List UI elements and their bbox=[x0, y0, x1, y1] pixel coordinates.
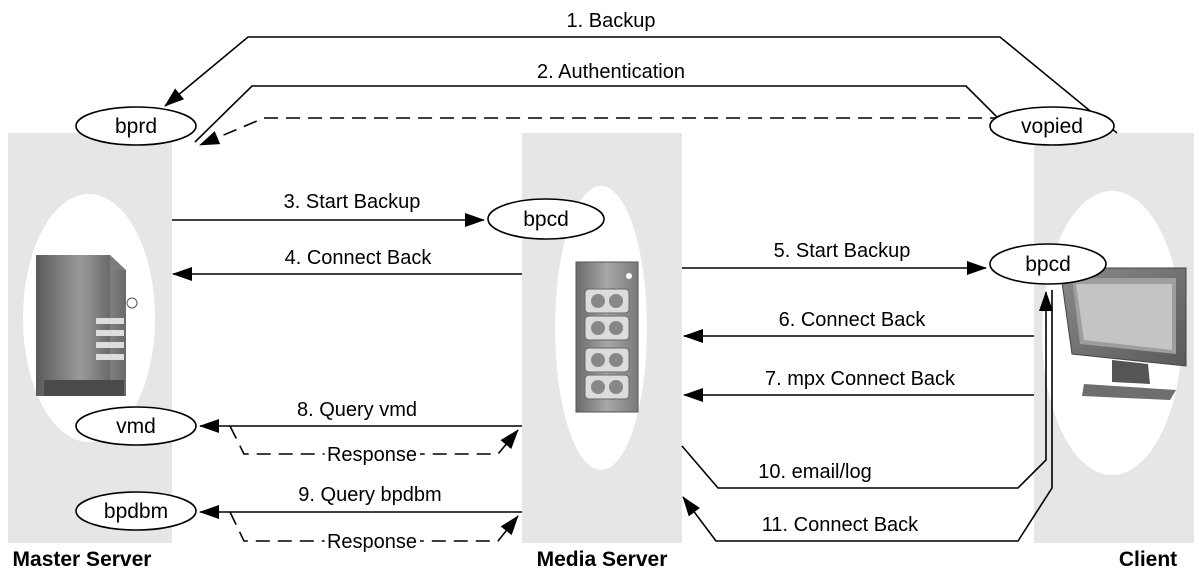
client-title: Client bbox=[1119, 548, 1177, 571]
step-7-label: 7. mpx Connect Back bbox=[765, 368, 956, 390]
monitor-icon bbox=[1059, 267, 1187, 400]
step-9-response-label: Response bbox=[327, 531, 417, 553]
node-media-bpcd: bpcd bbox=[487, 198, 605, 240]
node-vopied-label: vopied bbox=[1021, 115, 1083, 138]
step-10-label: 10. email/log bbox=[758, 461, 871, 483]
node-bprd: bprd bbox=[75, 106, 197, 146]
flow-1-backup bbox=[164, 36, 1118, 134]
node-vmd: vmd bbox=[75, 406, 197, 446]
tape-library-icon bbox=[575, 261, 639, 413]
flow-11-connect-back bbox=[682, 290, 1053, 542]
step-6-label: 6. Connect Back bbox=[779, 309, 927, 331]
node-client-bpcd-label: bpcd bbox=[1025, 253, 1071, 276]
step-4-label: 4. Connect Back bbox=[285, 247, 433, 269]
flow-10-email-log bbox=[681, 291, 1053, 489]
tower-server-icon bbox=[36, 255, 138, 396]
step-1-label: 1. Backup bbox=[567, 10, 656, 32]
flow-9-response bbox=[229, 511, 519, 542]
step-9-label: 9. Query bpdbm bbox=[298, 484, 441, 506]
node-client-bpcd: bpcd bbox=[989, 243, 1107, 285]
flow-2-authentication bbox=[194, 85, 1023, 143]
node-bpdbm-label: bpdbm bbox=[104, 500, 168, 523]
node-bpdbm: bpdbm bbox=[75, 491, 197, 531]
step-11-label: 11. Connect Back bbox=[762, 514, 919, 536]
node-vmd-label: vmd bbox=[116, 415, 156, 438]
flow-8-response bbox=[229, 425, 519, 455]
step-8-response-label: Response bbox=[327, 444, 417, 466]
step-8-label: 8. Query vmd bbox=[297, 399, 417, 421]
step-2-label: 2. Authentication bbox=[537, 61, 685, 83]
step-5-label: 5. Start Backup bbox=[774, 240, 911, 262]
node-bprd-label: bprd bbox=[115, 115, 157, 138]
step-3-label: 3. Start Backup bbox=[284, 191, 421, 213]
node-vopied: vopied bbox=[989, 106, 1115, 146]
master-server-title: Master Server bbox=[13, 548, 152, 571]
node-media-bpcd-label: bpcd bbox=[523, 208, 569, 231]
media-server-title: Media Server bbox=[537, 548, 668, 571]
